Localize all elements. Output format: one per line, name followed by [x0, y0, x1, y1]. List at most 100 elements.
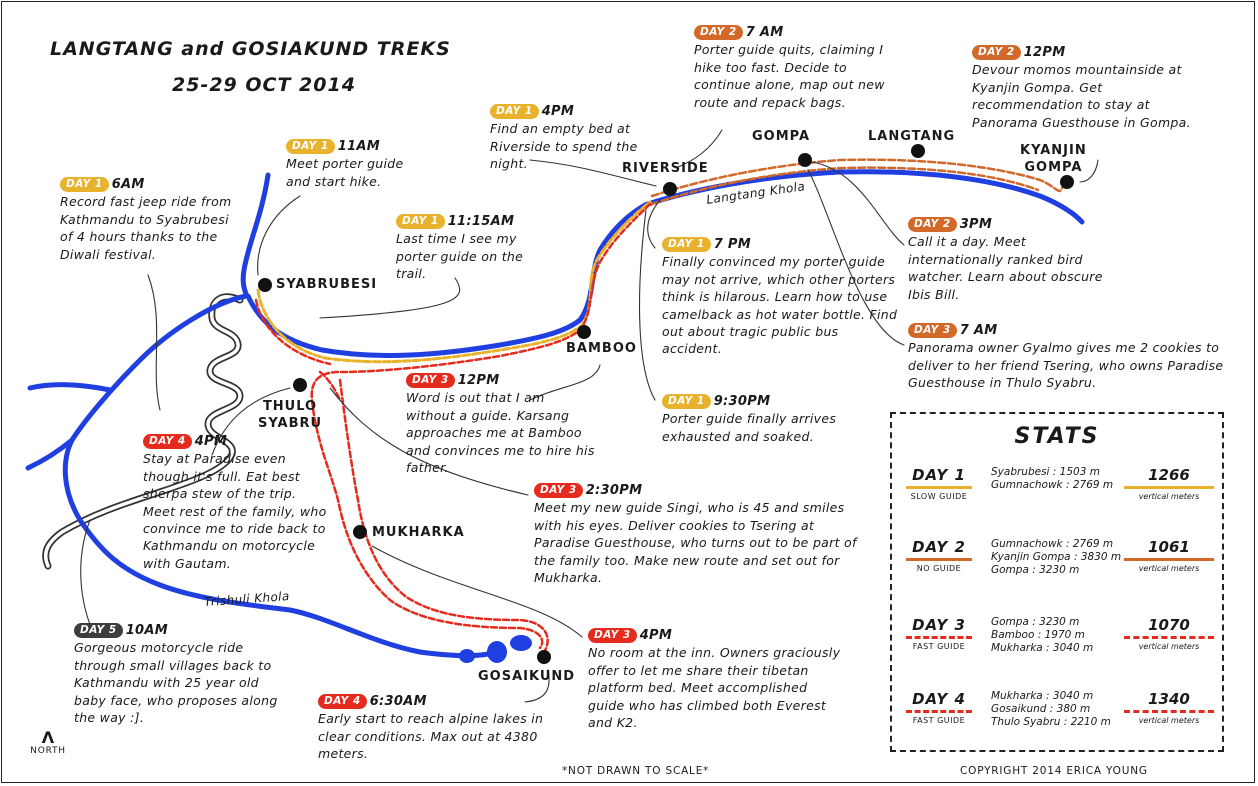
- stats-box: STATS DAY 1 SLOW GUIDE Syabrubesi : 1503 …: [890, 412, 1224, 752]
- note-text: Early start to reach alpine lakes in cle…: [318, 711, 544, 762]
- note-text: Finally convinced my porter guide may no…: [662, 254, 898, 357]
- stats-guide-note: FAST GUIDE: [912, 716, 966, 725]
- road: [42, 293, 244, 570]
- stats-guide-note: SLOW GUIDE: [910, 492, 968, 501]
- day-badge: DAY 2: [972, 45, 1021, 60]
- place-gosaikund: GOSAIKUND: [478, 669, 576, 684]
- route-day2: [650, 158, 1064, 206]
- stats-meters: 1340: [1124, 690, 1214, 713]
- note-text: Panorama owner Gyalmo gives me 2 cookies…: [908, 340, 1224, 391]
- place-langtang: LANGTANG: [868, 129, 956, 144]
- place-bamboo: BAMBOO: [566, 341, 637, 356]
- note-text: Porter guide quits, claiming I hike too …: [694, 42, 885, 110]
- note-text: Find an empty bed at Riverside to spend …: [490, 121, 638, 172]
- note-time: 11:15AM: [447, 214, 515, 229]
- stats-unit: vertical meters: [1138, 564, 1200, 573]
- stats-altitude: Gumnachowk : 2769 m: [991, 538, 1114, 550]
- note-text: Last time I see my porter guide on the t…: [396, 231, 524, 282]
- note-time: 7 AM: [959, 323, 998, 338]
- stats-altitude: Bamboo : 1970 m: [991, 629, 1085, 641]
- place-dots: [258, 144, 1074, 664]
- note-time: 10AM: [125, 623, 168, 638]
- stats-day: DAY 2: [906, 538, 972, 561]
- leader-lines: [80, 129, 1099, 703]
- route-day1: [256, 200, 652, 364]
- place-mukharka: MUKHARKA: [372, 525, 465, 540]
- note-time: 9:30PM: [713, 394, 771, 409]
- note-text: Gorgeous motorcycle ride through small v…: [74, 640, 278, 726]
- stats-unit: vertical meters: [1138, 492, 1200, 501]
- stats-unit: vertical meters: [1138, 642, 1200, 651]
- day-badge: DAY 3: [406, 373, 455, 388]
- day-badge: DAY 2: [908, 217, 957, 232]
- north-arrow-icon: Λ: [41, 728, 55, 747]
- day-badge: DAY 1: [396, 214, 445, 229]
- stats-altitude: Gompa : 3230 m: [991, 616, 1080, 628]
- note-time: 3PM: [959, 217, 993, 232]
- place-kyanjin-gompa: KYANJIN GOMPA: [1020, 142, 1087, 176]
- scale-note: *NOT DRAWN TO SCALE*: [562, 765, 710, 777]
- note-time: 7 AM: [745, 25, 784, 40]
- note-time: 12PM: [457, 373, 500, 388]
- stats-day: DAY 4: [906, 690, 972, 713]
- map-dates: 25-29 OCT 2014: [172, 74, 356, 96]
- stats-altitude: Kyanjin Gompa : 3830 m: [991, 551, 1122, 563]
- note-text: Meet my new guide Singi, who is 45 and s…: [534, 500, 857, 586]
- place-thulo-syabru: THULO SYABRU: [258, 398, 322, 432]
- note-time: 12PM: [1023, 45, 1066, 60]
- stats-altitude: Thulo Syabru : 2210 m: [991, 716, 1111, 728]
- day-badge: DAY 4: [143, 434, 192, 449]
- day-badge: DAY 1: [662, 394, 711, 409]
- note-text: Word is out that I am without a guide. K…: [406, 390, 595, 476]
- day-badge: DAY 2: [694, 25, 743, 40]
- note-text: Stay at Paradise even though it's full. …: [143, 451, 327, 571]
- stats-altitude: Gosaikund : 380 m: [991, 703, 1091, 715]
- day-badge: DAY 1: [662, 237, 711, 252]
- stats-altitude: Mukharka : 3040 m: [991, 690, 1094, 702]
- stats-day: DAY 3: [906, 616, 972, 639]
- stats-altitude: Gompa : 3230 m: [991, 564, 1080, 576]
- note-time: 4PM: [194, 434, 228, 449]
- rivers: [25, 169, 1085, 659]
- trishuli-khola: [62, 293, 491, 659]
- place-kyanjin-line2: GOMPA: [1024, 160, 1083, 175]
- day-badge: DAY 1: [286, 139, 335, 154]
- route-day3: [310, 202, 652, 650]
- routes: [254, 158, 1064, 654]
- day-badge: DAY 3: [588, 628, 637, 643]
- note-time: 4PM: [639, 628, 673, 643]
- stats-altitude: Mukharka : 3040 m: [991, 642, 1094, 654]
- map-title: LANGTANG and GOSIAKUND TREKS: [50, 38, 451, 60]
- langtang-khola: [245, 169, 1085, 358]
- note-text: No room at the inn. Owners graciously of…: [588, 645, 841, 731]
- stats-day: DAY 1: [906, 466, 972, 489]
- place-syabrubesi: SYABRUBESI: [276, 277, 378, 292]
- stats-title: STATS: [1014, 424, 1100, 449]
- place-riverside: RIVERSIDE: [622, 161, 709, 176]
- note-time: 2:30PM: [585, 483, 643, 498]
- day-badge: DAY 1: [490, 104, 539, 119]
- place-gompa: GOMPA: [752, 129, 811, 144]
- place-kyanjin-line1: KYANJIN: [1020, 143, 1087, 158]
- stats-altitude: Syabrubesi : 1503 m: [991, 466, 1100, 478]
- note-time: 7 PM: [713, 237, 751, 252]
- stats-meters: 1070: [1124, 616, 1214, 639]
- note-text: Porter guide finally arrives exhausted a…: [662, 411, 837, 444]
